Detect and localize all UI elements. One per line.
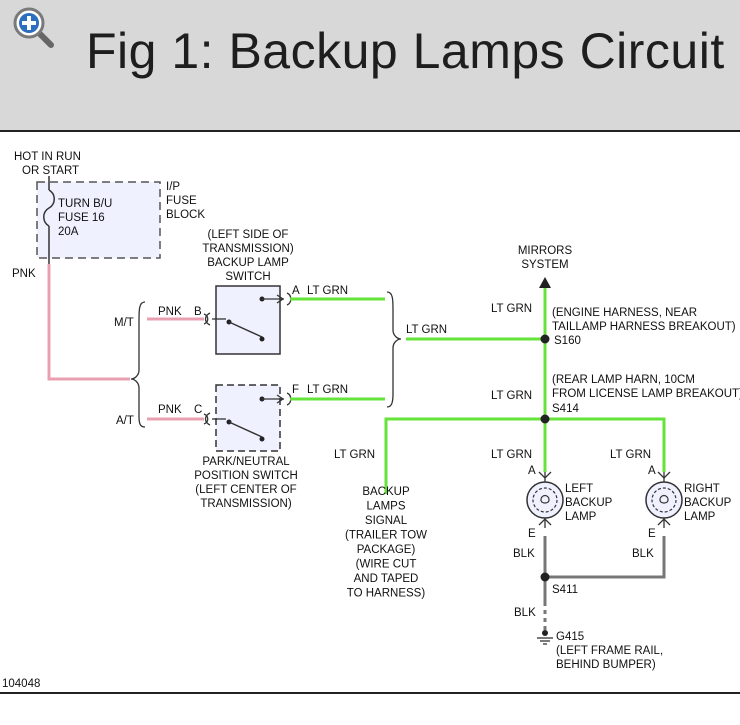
splice-s414 [540, 414, 550, 424]
blk-ground-label: BLK [514, 607, 536, 619]
s160-label: S160 [554, 335, 581, 347]
s414-label: S414 [552, 403, 579, 415]
pin-f-label: F [292, 384, 299, 396]
lt-grn-f-label: LT GRN [307, 384, 348, 396]
diagram-code: 104048 [2, 678, 40, 690]
park-neutral-switch [215, 384, 281, 452]
pin-c-label: C [194, 404, 202, 416]
pnk-wire-main [47, 264, 130, 381]
blk-wire [543, 536, 666, 579]
lt-grn-right-label: LT GRN [610, 449, 651, 461]
pnk-c-label: PNK [158, 404, 182, 416]
pin-e-right-label: E [648, 528, 656, 540]
bottom-divider [0, 692, 740, 694]
lt-grn-top-label: LT GRN [491, 303, 532, 315]
s411-label: S411 [552, 584, 578, 596]
pin-a-left-label: A [528, 465, 536, 477]
pin-b-label: B [194, 306, 202, 318]
splice-s411 [540, 572, 550, 582]
pin-a-label: A [292, 285, 300, 297]
lt-grn-wire-branches [384, 417, 666, 494]
lt-grn-left-label: LT GRN [491, 449, 532, 461]
backup-lamp-switch [215, 285, 281, 355]
fuse-block [36, 181, 161, 259]
lt-grn-s414-label: LT GRN [491, 390, 532, 402]
transmission-brace [130, 301, 146, 428]
g415-label: G415(LEFT FRAME RAIL,BEHIND BUMPER) [556, 631, 663, 671]
pnk-main-label: PNK [12, 268, 36, 280]
lt-grn-a-label: LT GRN [307, 285, 348, 297]
pin-e-left-label: E [528, 528, 536, 540]
mirrors-arrow-icon [539, 277, 551, 288]
mt-label: M/T [114, 317, 134, 329]
blk-right-label: BLK [632, 548, 654, 560]
fuse-symbol [43, 189, 55, 227]
pin-a-right-label: A [648, 465, 656, 477]
blk-left-label: BLK [513, 548, 535, 560]
lt-grn-tow-label: LT GRN [334, 449, 375, 461]
splice-s160 [540, 334, 550, 344]
switch-brace [386, 291, 402, 408]
zoom-in-icon[interactable] [12, 6, 56, 50]
header-bar: Fig 1: Backup Lamps Circuit [0, 0, 740, 132]
page-title: Fig 1: Backup Lamps Circuit [86, 23, 725, 79]
pnk-b-label: PNK [158, 306, 182, 318]
lt-grn-trunk-label: LT GRN [406, 324, 447, 336]
at-label: A/T [116, 415, 134, 427]
